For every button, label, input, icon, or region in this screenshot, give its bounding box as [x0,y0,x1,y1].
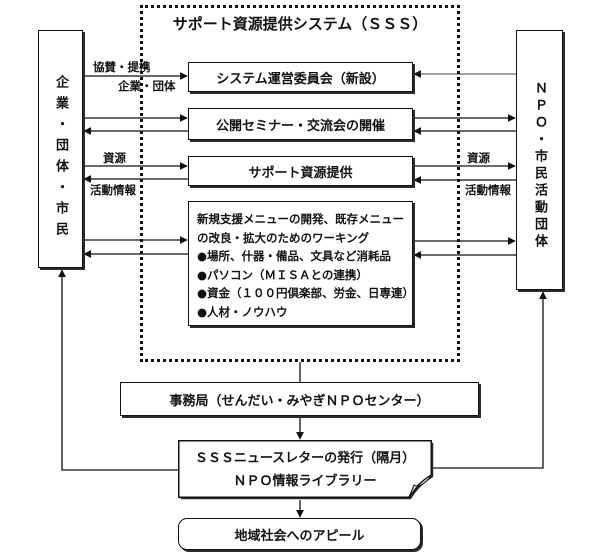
left-party-box: 企業・団体・市民 [38,30,83,268]
label-cooperation: 協賛・提携 [93,60,151,74]
document-fold [408,474,432,498]
label-activity-info-right: 活動情報 [465,183,511,197]
resource-bullet: ●場所、什器・備品、文具など消耗品 [197,249,392,263]
secretariat-label: 事務局（せんだい・みやぎＮＰＯセンター） [169,393,430,409]
seminar-label: 公開セミナー・交流会の開催 [215,118,385,134]
right-party-label: ＮＰＯ・市民活動団体 [532,81,547,251]
resource-bullet: ●パソコン（ＭＩＳＡとの連携） [197,267,368,282]
label-activity-info-left: 活動情報 [90,183,136,197]
working-group-line: 新規支援メニューの開発、既存メニュー [197,212,404,226]
working-group-box: 新規支援メニューの開発、既存メニュー の改良・拡大のためのワーキング ●場所、什… [188,201,415,326]
sss-system-frame [140,5,460,362]
working-group-line: の改良・拡大のためのワーキング [197,230,370,245]
arrow-newsletter-to-left-party [58,269,178,471]
appeal-label: 地域社会へのアピール [234,528,365,544]
newsletter-document-box: ＳＳＳニュースレターの発行（隔月） ＮＰＯ情報ライブラリー [178,440,436,504]
seminar-box: 公開セミナー・交流会の開催 [188,108,413,140]
secretariat-box: 事務局（せんだい・みやぎＮＰＯセンター） [120,382,479,416]
resource-bullet: ●資金（１００円倶楽部、労金、日専連） [197,286,415,300]
committee-label: システム運営委員会（新設） [216,71,385,87]
document-shape [178,440,434,500]
arrow-newsletter-to-right-party [432,291,547,469]
label-companies: 企業・団体 [118,79,176,93]
resource-supply-box: サポート資源提供 [188,156,413,186]
label-resources-right: 資源 [467,151,490,165]
system-title: サポート資源提供システム（ＳＳＳ） [172,15,428,33]
label-resources-left: 資源 [103,151,126,165]
resource-bullet: ●人材・ノウハウ [197,304,288,319]
resource-supply-label: サポート資源提供 [248,165,353,181]
committee-box: システム運営委員会（新設） [188,62,413,92]
right-party-box: ＮＰＯ・市民活動団体 [516,30,563,290]
appeal-box: 地域社会へのアピール [178,518,421,550]
newsletter-line: ＳＳＳニュースレターの発行（隔月） [194,451,416,466]
library-line: ＮＰＯ情報ライブラリー [233,474,377,489]
left-party-label: 企業・団体・市民 [53,75,68,243]
